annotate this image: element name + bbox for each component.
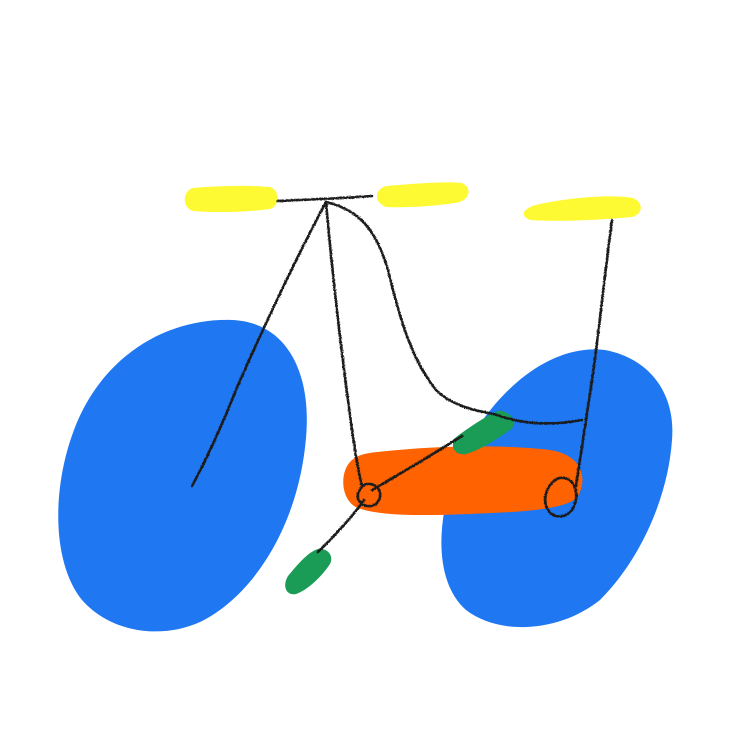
chainstay-line <box>492 412 584 425</box>
down-tube-line <box>324 200 364 488</box>
upper-pedal <box>452 410 515 455</box>
fork-line <box>190 200 328 488</box>
crank-arm-lower <box>316 498 366 554</box>
seat-post-line <box>574 218 614 488</box>
front-wheel <box>58 319 307 632</box>
top-tube-line <box>324 200 496 416</box>
crank-arm-upper <box>370 434 464 492</box>
bicycle-frame <box>190 194 614 554</box>
handlebar-line <box>276 194 374 203</box>
saddle-seat <box>523 196 641 221</box>
bottom-bracket-circle <box>356 482 382 508</box>
right-handlebar-grip <box>377 182 469 208</box>
lower-pedal <box>285 548 332 595</box>
chainring <box>343 446 583 516</box>
left-handlebar-grip <box>184 185 278 213</box>
rear-hub-circle <box>543 476 578 518</box>
